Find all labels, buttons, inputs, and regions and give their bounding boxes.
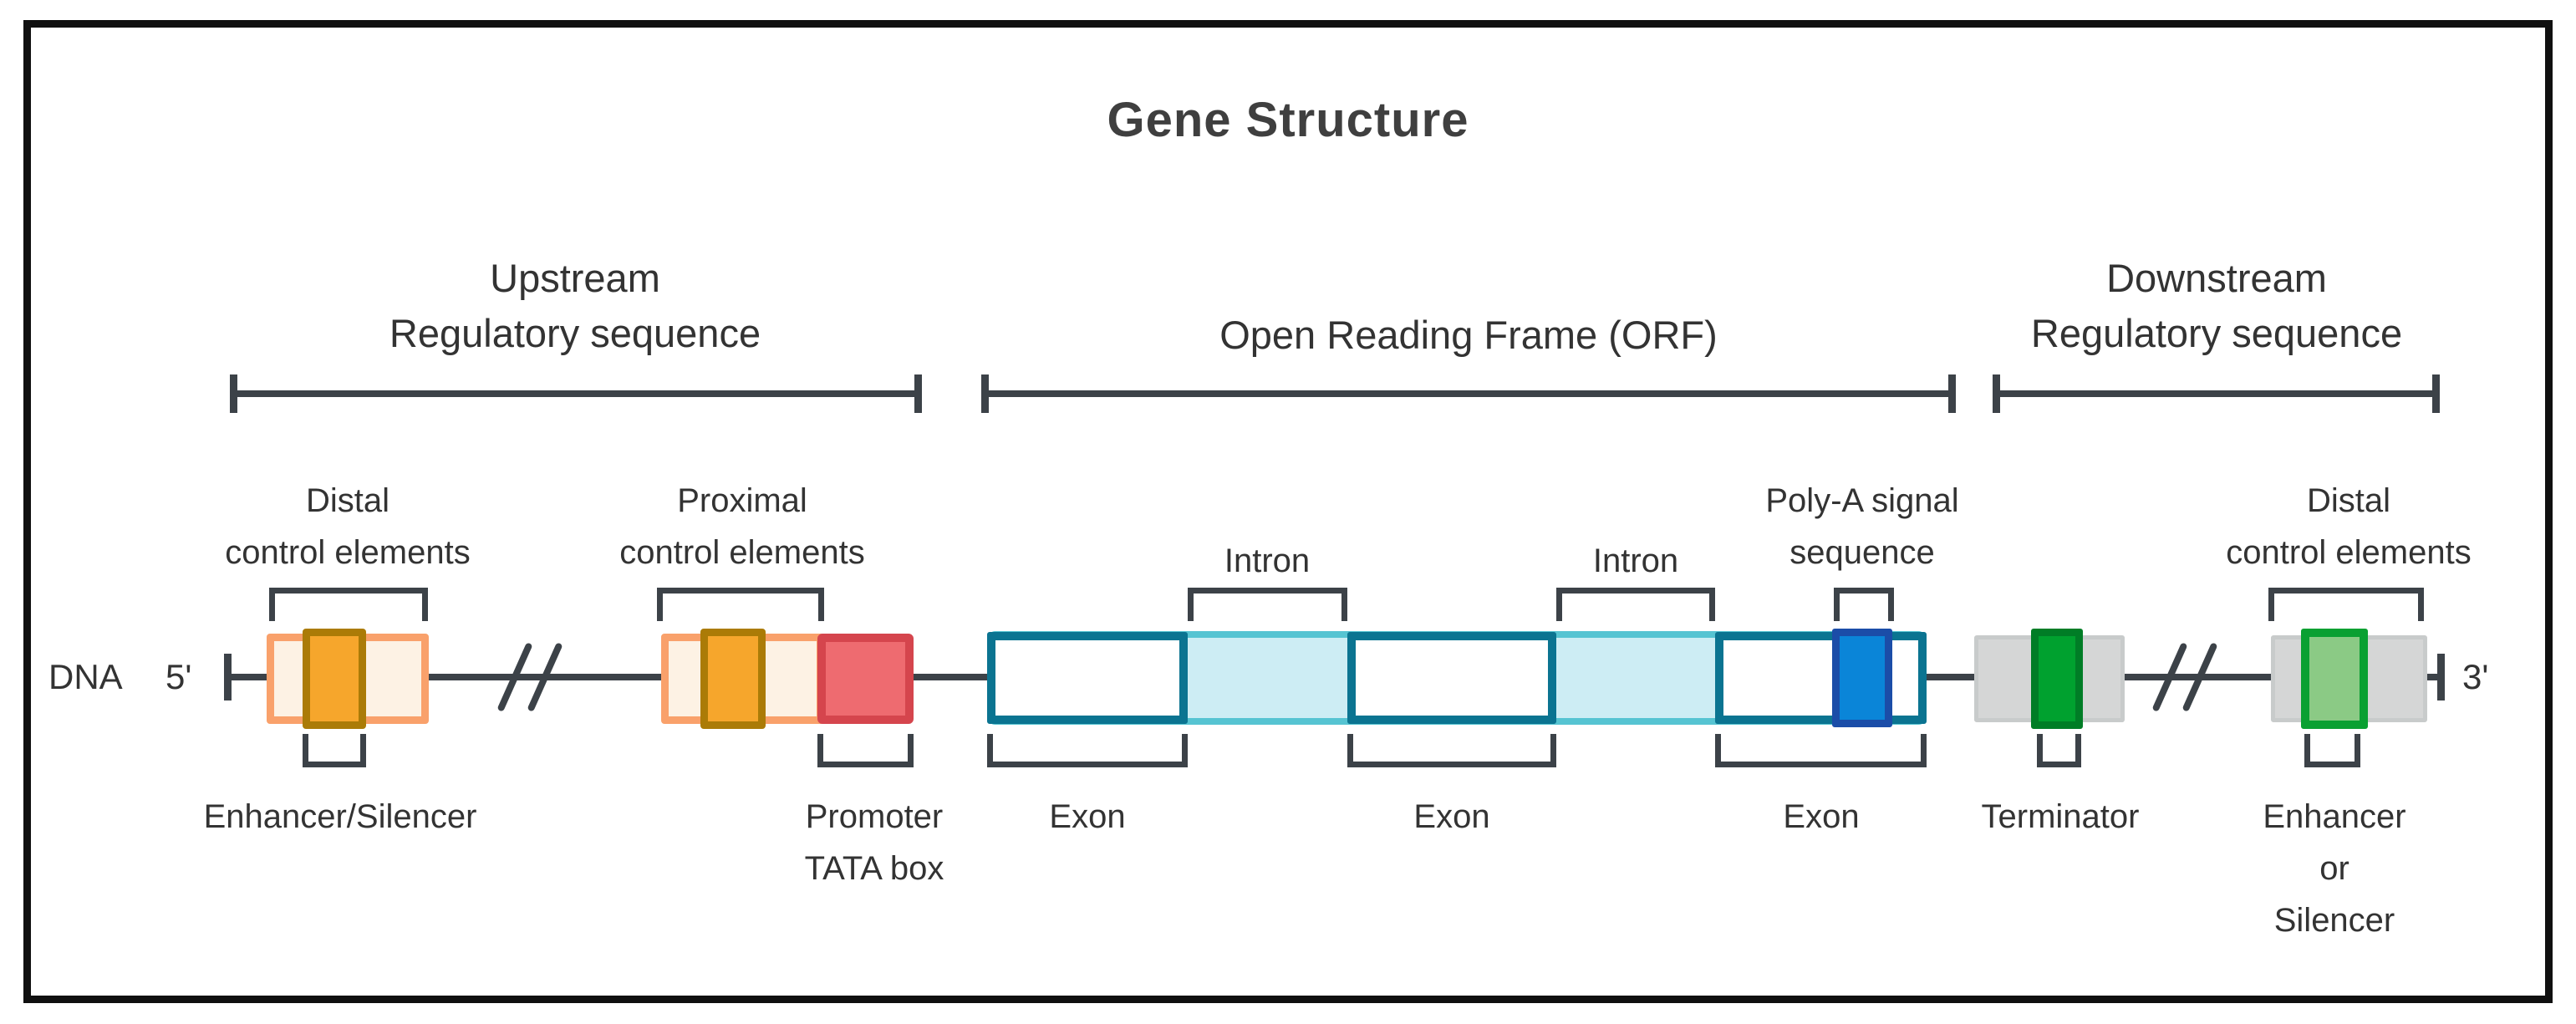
- distal-left-bracket: [269, 588, 428, 621]
- exon3-label: Exon: [1783, 798, 1860, 835]
- intron1-label: Intron: [1224, 543, 1311, 579]
- polya-line1: Poly-A signal: [1765, 482, 1959, 519]
- polya-signal-box: [1832, 629, 1892, 727]
- promoter-tata-box: [817, 634, 914, 724]
- exon3-box: [1715, 632, 1927, 724]
- downstream-label-line2: Regulatory sequence: [2030, 311, 2403, 355]
- diagram-title: Gene Structure: [1107, 93, 1469, 147]
- proximal-inner-box: [700, 629, 766, 729]
- dna-start-tick: [224, 654, 232, 700]
- five-prime-label: 5': [165, 657, 192, 696]
- distal-right-line1: Distal: [2306, 482, 2391, 519]
- downstream-measure-cap-left: [1993, 374, 2000, 413]
- proximal-line1: Proximal: [677, 482, 807, 519]
- orf-measure-cap-left: [981, 374, 989, 413]
- enhancer-right-bracket: [2304, 734, 2360, 767]
- terminator-bracket: [2037, 734, 2081, 767]
- proximal-control-elements-label: Proximal control elements: [550, 475, 934, 578]
- dna-line-segment: [1927, 674, 1974, 680]
- three-prime-label: 3': [2462, 657, 2489, 696]
- promoter-bracket: [817, 734, 914, 767]
- intron2-bracket: [1556, 588, 1715, 621]
- enhancer-silencer-box-right: [2301, 629, 2368, 729]
- polya-bracket: [1834, 588, 1894, 621]
- intron1-bracket: [1188, 588, 1347, 621]
- upstream-label-line1: Upstream: [490, 256, 660, 300]
- exon2-label: Exon: [1413, 798, 1490, 835]
- enhancer-right-line2: or: [2319, 850, 2349, 887]
- terminator-label: Terminator: [1981, 798, 2140, 835]
- promoter-label-line1: Promoter: [805, 798, 944, 835]
- promoter-tata-label: Promoter TATA box: [682, 791, 1067, 894]
- proximal-line2: control elements: [619, 534, 865, 571]
- exon1-box: [987, 632, 1188, 724]
- upstream-measure-cap-right: [914, 374, 922, 413]
- distal-right-bracket: [2268, 588, 2424, 621]
- distal-right-line2: control elements: [2226, 534, 2472, 571]
- downstream-measure-cap-right: [2432, 374, 2440, 413]
- terminator-inner-box: [2031, 629, 2083, 729]
- proximal-bracket: [657, 588, 824, 621]
- downstream-regulatory-label: Downstream Regulatory sequence: [1899, 251, 2534, 361]
- intron2-label: Intron: [1592, 543, 1679, 579]
- orf-measure-bar: [985, 390, 1952, 397]
- dna-label: DNA: [48, 657, 123, 696]
- polya-signal-label: Poly-A signal sequence: [1670, 475, 2054, 578]
- enhancer-right-line1: Enhancer: [2263, 798, 2406, 835]
- upstream-measure-cap-left: [230, 374, 237, 413]
- enhancer-right-line3: Silencer: [2273, 902, 2395, 939]
- exon1-label: Exon: [1049, 798, 1126, 835]
- promoter-label-line2: TATA box: [804, 850, 944, 887]
- enhancer-silencer-label-left: Enhancer/Silencer: [203, 798, 477, 835]
- downstream-label-line1: Downstream: [2106, 256, 2327, 300]
- distal-control-elements-label-right: Distal control elements: [2156, 475, 2541, 578]
- upstream-regulatory-label: Upstream Regulatory sequence: [257, 251, 893, 361]
- exon2-box: [1347, 632, 1556, 724]
- dna-line-segment: [2427, 674, 2444, 680]
- distal-control-elements-label-left: Distal control elements: [155, 475, 540, 578]
- diagram-frame: [23, 20, 2553, 1003]
- dna-line-segment: [232, 674, 267, 680]
- polya-line2: sequence: [1789, 534, 1935, 571]
- exon3-bracket: [1715, 734, 1927, 767]
- distal-left-line2: control elements: [225, 534, 471, 571]
- enhancer-silencer-box-left: [303, 629, 366, 729]
- enhancer-silencer-label-right: Enhancer or Silencer: [2142, 791, 2527, 946]
- exon2-bracket: [1347, 734, 1556, 767]
- dna-line-segment: [913, 674, 987, 680]
- downstream-measure-bar: [1996, 390, 2436, 397]
- upstream-label-line2: Regulatory sequence: [389, 311, 761, 355]
- enhancer-left-bracket: [303, 734, 366, 767]
- orf-measure-cap-right: [1948, 374, 1956, 413]
- upstream-measure-bar: [233, 390, 918, 397]
- orf-label: Open Reading Frame (ORF): [1219, 313, 1718, 357]
- exon1-bracket: [987, 734, 1188, 767]
- distal-left-line1: Distal: [305, 482, 390, 519]
